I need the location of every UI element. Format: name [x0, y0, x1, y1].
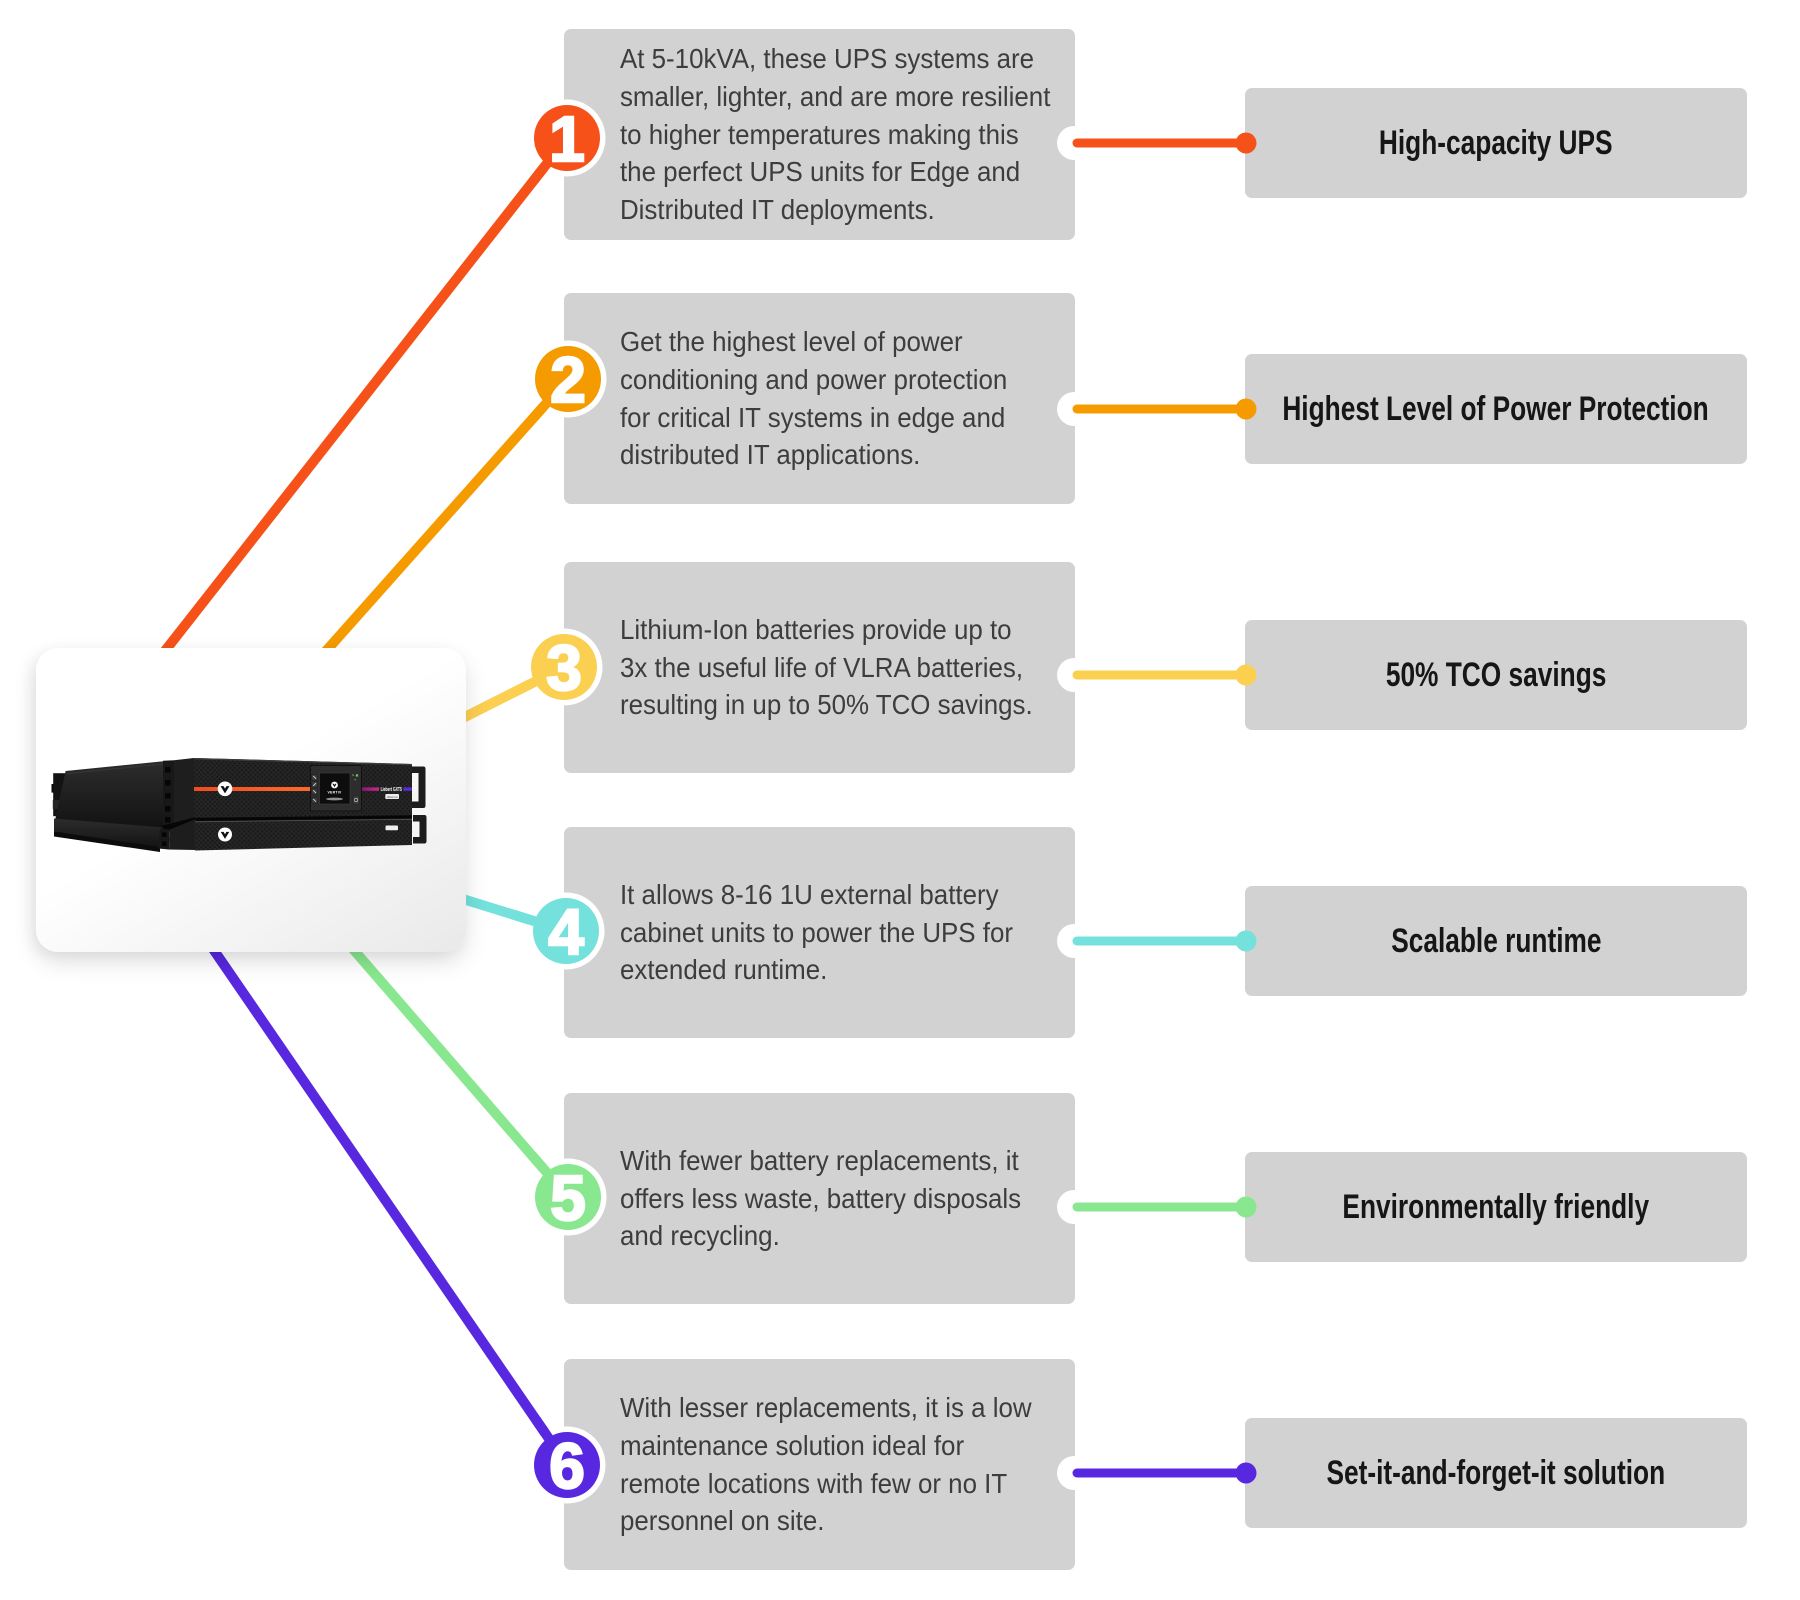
svg-text:6: 6 — [549, 1430, 585, 1502]
svg-text:3: 3 — [546, 632, 582, 704]
svg-text:5: 5 — [550, 1162, 586, 1234]
svg-text:Liebert GXT5: Liebert GXT5 — [381, 787, 402, 793]
svg-text:4: 4 — [548, 896, 584, 968]
svg-text:1: 1 — [549, 103, 585, 175]
svg-text:VERTIV: VERTIV — [327, 790, 341, 794]
svg-text:Lithium-Ion: Lithium-Ion — [387, 795, 398, 799]
svg-text:2: 2 — [550, 344, 586, 416]
